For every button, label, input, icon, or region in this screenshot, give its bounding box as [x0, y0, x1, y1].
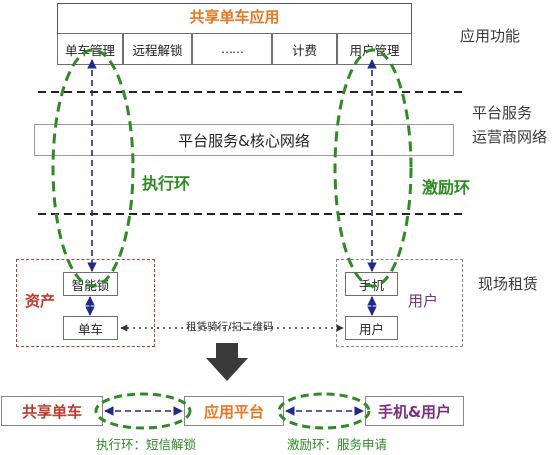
flow-app-platform[interactable]: 应用平台: [184, 396, 284, 426]
asset-group-label: 资产: [25, 292, 56, 310]
user[interactable]: 用户: [345, 316, 398, 340]
app-title: 共享单车应用: [189, 8, 280, 26]
asset-group: [16, 259, 155, 347]
flow-shared-bike[interactable]: 共享单车: [1, 396, 103, 426]
execution-loop-ellipse: [51, 48, 135, 288]
caption-execution-loop: 执行环：短信解锁: [96, 437, 197, 452]
label-platform-service: 平台服务: [472, 104, 533, 122]
flow-phone-user[interactable]: 手机&用户: [365, 396, 464, 426]
module-more[interactable]: ……: [192, 33, 272, 65]
module-remote-unlock[interactable]: 远程解锁: [123, 33, 192, 65]
flow-ellipse-left: [94, 392, 192, 430]
label-application: 应用功能: [460, 27, 521, 45]
label-field-rental: 现场租赁: [478, 275, 539, 293]
bike[interactable]: 单车: [63, 316, 118, 340]
flow-ellipse-right: [277, 392, 371, 430]
incentive-loop-label: 激励环: [422, 178, 471, 197]
big-down-arrow: [206, 343, 248, 381]
module-billing[interactable]: 计费: [272, 33, 337, 65]
platform-bar: 平台服务&核心网络: [34, 124, 454, 156]
label-operator-network: 运营商网络: [472, 128, 548, 146]
user-group-label: 用户: [408, 292, 439, 310]
user-group: [336, 259, 463, 347]
execution-loop-label: 执行环: [142, 174, 191, 193]
caption-incentive-loop: 激励环：服务申请: [287, 437, 388, 452]
phone[interactable]: 手机: [345, 272, 398, 296]
incentive-loop-ellipse: [333, 48, 413, 288]
